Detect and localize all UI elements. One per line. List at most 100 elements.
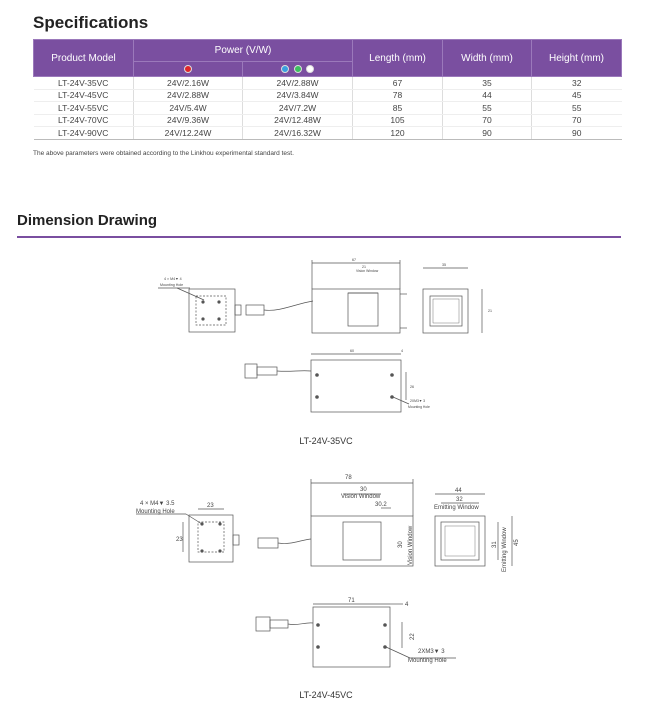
drawing-lt-24v-45vc: 23 23 4 × M4▼ 3.5 Mounting Hole 78 30 Vi…	[136, 475, 520, 668]
dim-30: 30	[360, 487, 367, 493]
cell-length: 105	[352, 114, 443, 127]
cell-width: 55	[442, 101, 532, 115]
dim-4: 4	[401, 349, 403, 353]
cell-power-b: 24V/3.84W	[241, 89, 353, 102]
dim-44: 44	[455, 488, 462, 494]
drawing-lt-24v-35vc: 4 × M4▼ 4 Mounting Hole 67 21 Vision Win…	[158, 258, 492, 413]
vision-window-2	[342, 521, 382, 561]
end-view-body	[422, 288, 469, 334]
cell-model: LT-24V-45VC	[33, 89, 134, 102]
cell-length: 67	[352, 76, 443, 90]
dim-35: 35	[442, 263, 446, 267]
cell-power-a: 24V/12.24W	[133, 126, 243, 140]
bottom-view-body	[310, 359, 402, 413]
mount-hole-label-2: Mounting Hole	[136, 509, 175, 515]
blue-light-dot-icon	[280, 64, 289, 73]
emitting-window	[429, 295, 463, 327]
vision-window-label-v: Vision Window	[408, 525, 414, 565]
dim-32: 32	[456, 497, 463, 503]
mount2-hole-label: Mounting Hole	[408, 405, 430, 409]
dim-21b: 21	[488, 309, 492, 313]
emitting-window-label-v: Emitting Window	[502, 527, 508, 572]
cell-height: 45	[531, 89, 622, 102]
mount-note: 4 × M4▼ 4	[164, 277, 182, 281]
cable-plug	[245, 304, 265, 316]
front-view-body-2	[188, 514, 234, 563]
cell-width: 90	[442, 126, 532, 140]
bottom-view-body-2	[312, 606, 391, 668]
cell-length: 120	[352, 126, 443, 140]
cell-length: 78	[352, 89, 443, 102]
bottom-cable-plug	[244, 363, 258, 379]
dim-30-2: 30.2	[375, 502, 387, 508]
mount-note-2: 4 × M4▼ 3.5	[140, 501, 175, 507]
cell-power-a: 24V/5.4W	[133, 101, 243, 115]
leader-line	[176, 287, 205, 301]
cell-length: 85	[352, 101, 443, 115]
vision-window-label-2: Vision Window	[341, 494, 381, 500]
cell-model: LT-24V-35VC	[33, 76, 134, 90]
dim-30v: 30	[398, 541, 404, 548]
header-power: Power (V/W)	[132, 39, 354, 62]
emitting-window-2	[440, 521, 480, 561]
power-rgbw-light-header	[241, 61, 354, 77]
mount2-note: 2XM3▼ 3	[410, 399, 425, 403]
dim-4-2: 4	[405, 602, 409, 608]
connector-stub	[234, 304, 242, 316]
dim-22: 22	[410, 633, 416, 640]
green-light-dot-icon	[293, 64, 302, 73]
header-height: Height (mm)	[531, 39, 623, 77]
power-red-light-header	[133, 61, 243, 77]
cell-model: LT-24V-90VC	[33, 126, 134, 140]
vision-window	[347, 292, 379, 327]
emitting-window-label: Emitting Window	[434, 505, 479, 511]
dim-60: 60	[350, 349, 354, 353]
test-note: The above parameters were obtained accor…	[33, 150, 294, 157]
dim-26: 26	[410, 385, 414, 389]
caption-lt-24v-45vc: LT-24V-45VC	[299, 690, 353, 700]
dim-23v: 23	[176, 537, 183, 543]
cell-model: LT-24V-55VC	[33, 101, 134, 115]
cell-power-b: 24V/12.48W	[241, 114, 353, 127]
header-width: Width (mm)	[442, 39, 533, 77]
specifications-title: Specifications	[33, 13, 149, 32]
front-view-hole-pattern-2	[197, 521, 225, 553]
dimension-drawing-title: Dimension Drawing	[17, 212, 158, 229]
dim-23: 23	[207, 503, 214, 509]
cell-power-a: 24V/2.88W	[133, 89, 243, 102]
dim-45: 45	[514, 539, 520, 546]
cell-power-a: 24V/9.36W	[133, 114, 243, 127]
mount2-hole-label-2: Mounting Hole	[408, 658, 447, 664]
cell-width: 70	[442, 114, 532, 127]
cell-power-b: 24V/16.32W	[241, 126, 353, 140]
cell-power-a: 24V/2.16W	[133, 76, 243, 90]
dim-71: 71	[348, 598, 355, 604]
cell-height: 32	[531, 76, 622, 90]
caption-lt-24v-35vc: LT-24V-35VC	[299, 436, 353, 446]
mount2-note-2: 2XM3▼ 3	[418, 649, 445, 655]
dim-21: 21	[362, 265, 366, 269]
dim-31: 31	[492, 541, 498, 548]
side-view-body-2	[310, 515, 414, 567]
cell-height: 90	[531, 126, 622, 140]
cell-power-b: 24V/2.88W	[241, 76, 353, 90]
cell-height: 55	[531, 101, 622, 115]
specifications-table: Product Model Power (V/W) Length (mm) Wi…	[33, 39, 623, 140]
vision-window-label: Vision Window	[356, 269, 379, 273]
section-divider	[17, 236, 621, 238]
cell-height: 70	[531, 114, 622, 127]
mount-hole-label: Mounting Hole	[160, 283, 183, 287]
cell-model: LT-24V-70VC	[33, 114, 134, 127]
cell-width: 35	[442, 76, 532, 90]
cell-width: 44	[442, 89, 532, 102]
header-length: Length (mm)	[352, 39, 444, 77]
end-view-body-2	[434, 515, 486, 567]
dim-78: 78	[345, 475, 352, 481]
cable-line	[263, 300, 314, 311]
